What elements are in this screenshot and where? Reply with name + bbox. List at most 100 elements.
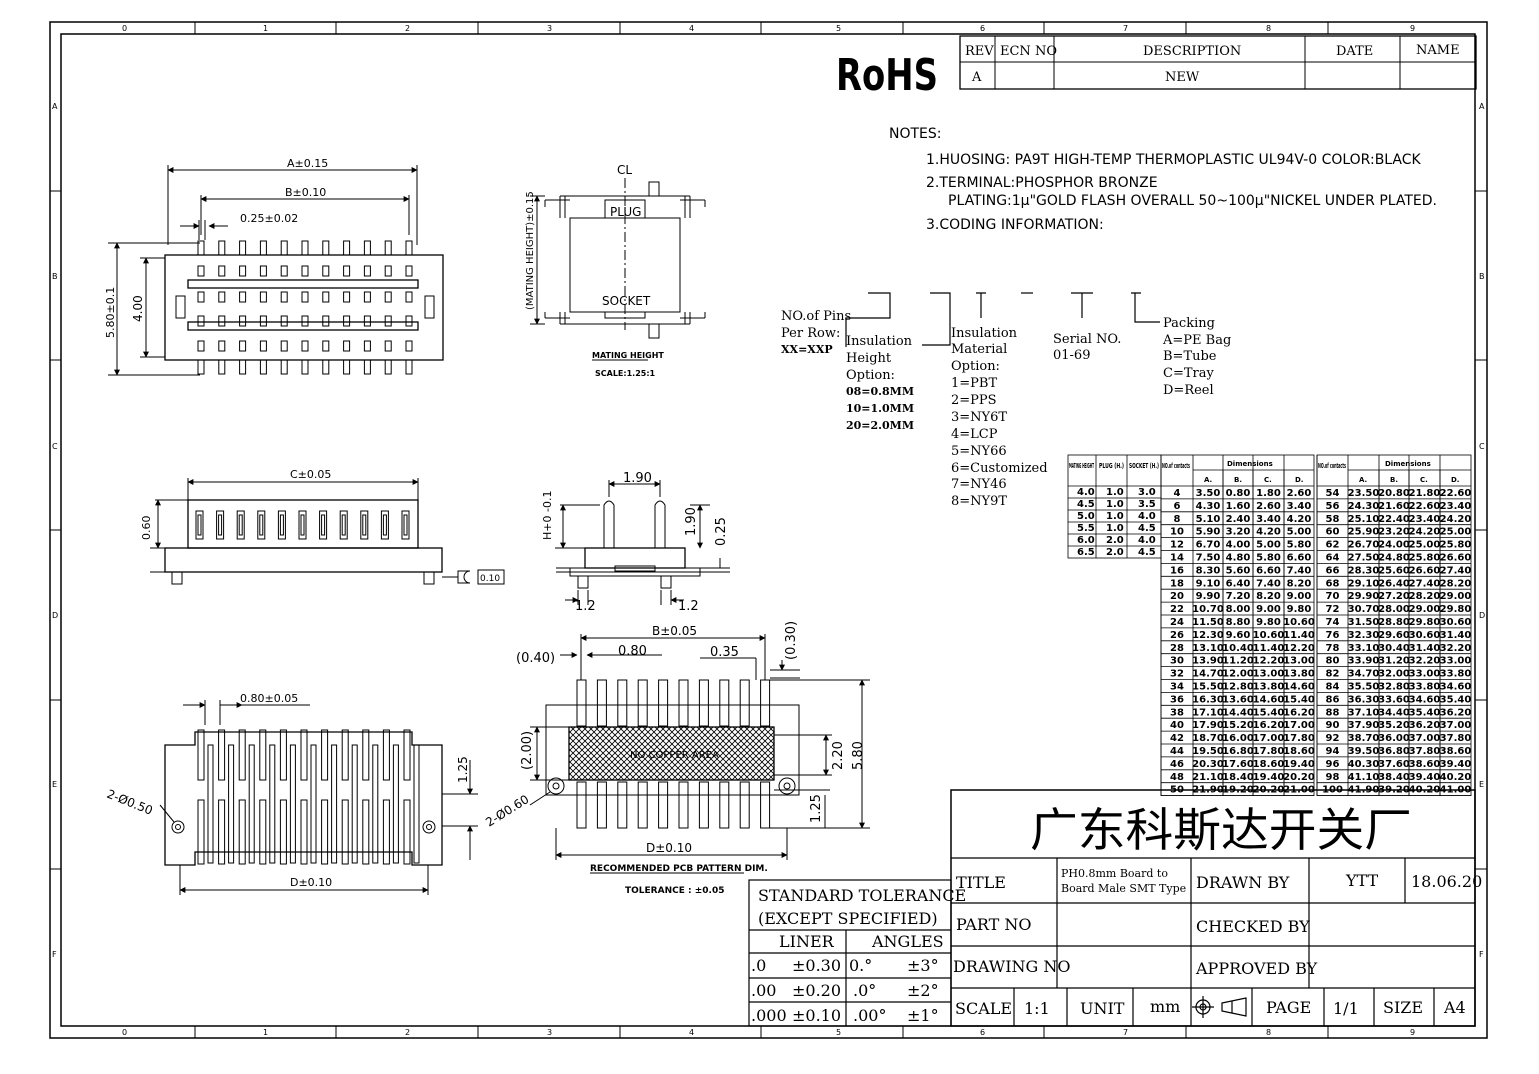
dim-cell: 23.40 [1440, 501, 1472, 512]
dim-cell: 25.60 [1378, 565, 1410, 576]
top-pin-tail [301, 240, 309, 256]
zone-row-label: B [52, 272, 58, 281]
dim-cell: 23.20 [1378, 527, 1410, 538]
coding-line: 10=1.0MM [846, 402, 914, 415]
top-pin-contact [197, 340, 205, 352]
top-pin-contact [259, 291, 267, 303]
dim-cell: 9.00 [1256, 604, 1281, 615]
dim-cell: 6.60 [1256, 565, 1281, 576]
dim-subheader: D. [1295, 476, 1303, 484]
dim-dimensions-header: Dimensions [1385, 460, 1431, 468]
dim-cell: 29.80 [1440, 604, 1472, 615]
mating-cell: 6.0 [1077, 535, 1095, 546]
top-pin-contact [259, 265, 267, 277]
top-pin-contact [384, 265, 392, 277]
dim-cell: 18.60 [1253, 759, 1285, 770]
dim-cell: 96 [1326, 759, 1340, 770]
dim-cell: 16.20 [1283, 707, 1315, 718]
dim-cell: 9.60 [1226, 630, 1251, 641]
dim-cell: 92 [1326, 733, 1340, 744]
pcb-pad [719, 781, 730, 829]
bottom-contact [403, 729, 411, 781]
dim-cell: 41.10 [1348, 772, 1380, 783]
dim-cell: 34.70 [1348, 669, 1380, 680]
bottom-contact [321, 729, 329, 781]
dim-contacts-header: NO.of contacts [1162, 462, 1190, 470]
bottom-contact [259, 799, 267, 865]
dim-cell: 90 [1326, 720, 1340, 731]
front-contact-slot [218, 514, 223, 536]
dim-cell: 15.40 [1253, 707, 1285, 718]
notes: NOTES: 1.HUOSING: PA9T HIGH-TEMP THERMOP… [889, 126, 1437, 233]
dim-cell: 5.90 [1196, 527, 1221, 538]
coding-line: 2=PPS [951, 393, 997, 408]
dim-cell: 11.40 [1283, 630, 1315, 641]
dim-cell: 6.60 [1287, 553, 1312, 564]
tol-cell: 0.° [849, 956, 872, 975]
dim-cell: 13.60 [1222, 694, 1254, 705]
top-pin-contact [343, 265, 351, 277]
dim-cell: 30.60 [1409, 630, 1441, 641]
zone-col-label: 9 [1410, 24, 1415, 33]
dim-cell: 66 [1326, 565, 1340, 576]
mating-table-header: MATING HEIGHT [1069, 462, 1094, 470]
dim-cell: 36 [1170, 694, 1184, 705]
zone-row-label: A [52, 102, 58, 111]
dim-cell: 94 [1326, 746, 1340, 757]
front-contact-slot [382, 514, 387, 536]
front-contact [236, 510, 245, 540]
zone-col-label: 7 [1123, 24, 1128, 33]
dim-cell: 17.80 [1283, 733, 1315, 744]
dim-cell: 28.20 [1440, 578, 1472, 589]
bottom-slot [289, 744, 296, 864]
coding-line: C=Tray [1163, 366, 1214, 381]
dim-cell: 26 [1170, 630, 1184, 641]
mating-cell: 3.5 [1138, 499, 1156, 510]
dim-cell: 31.20 [1378, 656, 1410, 667]
front-contact-slot [197, 514, 202, 536]
dim-cell: 33.00 [1440, 656, 1472, 667]
dim-cell: 33.80 [1440, 669, 1472, 680]
dim-cell: 31.40 [1440, 630, 1472, 641]
coding-line: 3=NY6T [951, 410, 1007, 425]
dim-190-top: 1.90 [623, 471, 652, 486]
dim-cell: 19.40 [1283, 759, 1315, 770]
dim-cell: 13.80 [1283, 669, 1315, 680]
dim-cell: 26.60 [1409, 565, 1441, 576]
front-contact [216, 510, 225, 540]
dim-cell: 38.60 [1409, 759, 1441, 770]
dim-cell: 8.30 [1196, 565, 1221, 576]
dim-cell: 25.80 [1440, 540, 1472, 551]
dim-cell: 30.70 [1348, 604, 1380, 615]
dim-cell: 9.10 [1196, 578, 1221, 589]
dim-cell: 5.80 [1287, 540, 1312, 551]
zone-col-label: 5 [836, 1028, 841, 1037]
dim-cell: 33.80 [1409, 682, 1441, 693]
zone-col-label: 4 [689, 24, 694, 33]
pcb-pattern: B±0.05 (0.40) 0.80 0.35 (0.30) (2.00) 2.… [483, 621, 870, 896]
zone-col-label: 8 [1266, 24, 1271, 33]
top-pin-tail [218, 240, 226, 256]
pcb-pad [596, 679, 607, 727]
bottom-contact [300, 729, 308, 781]
top-pin-contact [363, 315, 371, 327]
dim-cell: 5.80 [1256, 553, 1281, 564]
coding-line: 1=PBT [951, 376, 997, 391]
bottom-slot [228, 744, 235, 864]
pcb-125-label: 1.25 [809, 794, 824, 823]
dim-cell: 12 [1170, 540, 1184, 551]
mating-cell: 2.0 [1106, 535, 1124, 546]
top-pin-contact [218, 265, 226, 277]
dim-cell: 33.00 [1409, 669, 1441, 680]
coding-line: 01-69 [1053, 348, 1090, 363]
dim-cell: 3.50 [1196, 488, 1221, 499]
dim-cell: 37.90 [1348, 720, 1380, 731]
dim-cell: 37.80 [1440, 733, 1472, 744]
dim-cell: 34.60 [1440, 682, 1472, 693]
zone-row-label: F [52, 950, 57, 959]
dim-cell: 27.20 [1378, 591, 1410, 602]
top-pin-contact [363, 265, 371, 277]
top-pin-tail [301, 359, 309, 375]
dim-cell: 44 [1170, 746, 1184, 757]
